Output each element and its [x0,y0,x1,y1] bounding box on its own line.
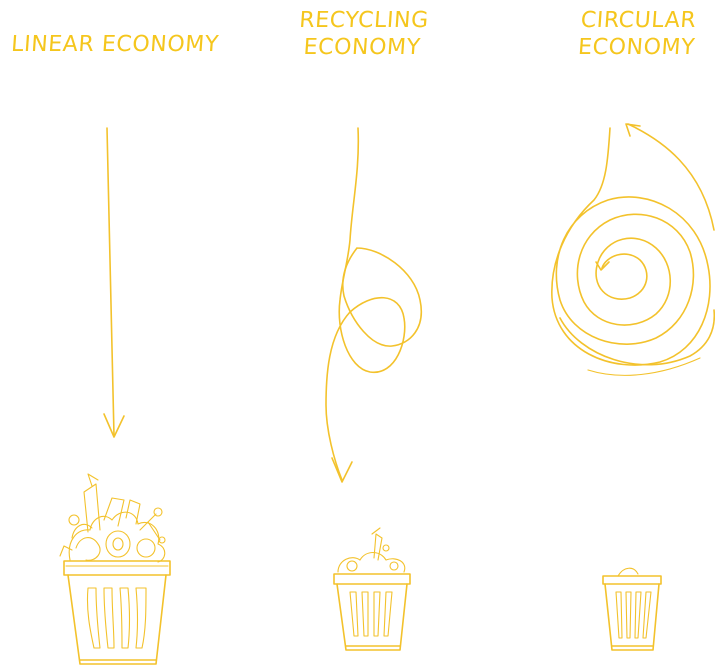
recycling-trash-bin-icon [334,528,410,650]
linear-trash-bin-icon [60,474,170,664]
recycling-waste-pile [338,528,405,572]
circular-trash-bin-icon [603,568,661,650]
linear-waste-pile [60,474,165,562]
circular-waste-scrap [618,568,638,576]
linear-arrow [104,128,124,437]
circular-spiral-arrow [552,124,714,375]
recycling-arrow [326,128,421,482]
